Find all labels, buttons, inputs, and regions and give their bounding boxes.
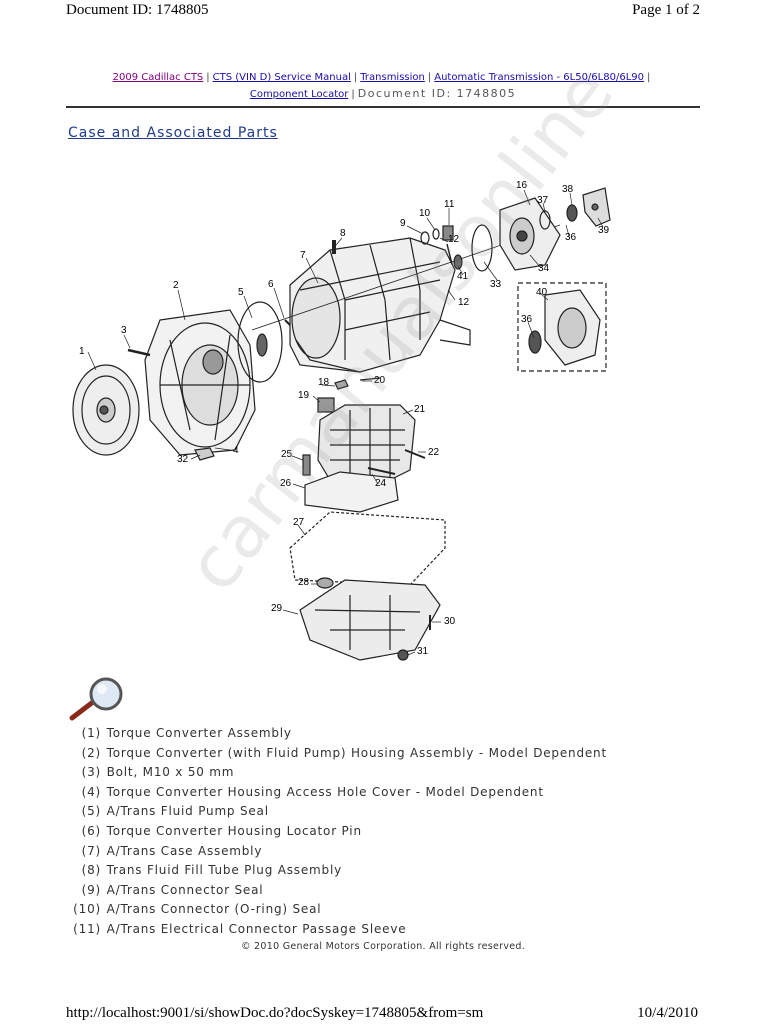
- callout-10: 10: [419, 208, 431, 219]
- zoom-magnifier-icon[interactable]: [66, 676, 128, 722]
- callout-36b: 36: [521, 314, 533, 325]
- callout-1: 1: [79, 346, 85, 357]
- part-description: Torque Converter Assembly: [106, 726, 292, 740]
- callout-40: 40: [536, 287, 548, 298]
- list-item: (4) Torque Converter Housing Access Hole…: [66, 783, 686, 803]
- part-number: (1): [81, 726, 101, 740]
- part-description: A/Trans Connector (O-ring) Seal: [106, 902, 322, 917]
- part-number: (6): [81, 823, 101, 838]
- breadcrumb-document-id: Document ID: 1748805: [357, 87, 517, 100]
- callout-26: 26: [280, 478, 292, 489]
- parts-list: (1) Torque Converter Assembly (2) Torque…: [66, 724, 686, 940]
- list-item: (11) A/Trans Electrical Connector Passag…: [66, 920, 686, 940]
- callout-41: 41: [457, 271, 469, 282]
- callout-4: 4: [233, 445, 239, 456]
- callout-11: 11: [444, 199, 455, 210]
- callout-33: 33: [490, 279, 502, 290]
- part-description: Torque Converter Housing Locator Pin: [106, 823, 362, 838]
- callout-37: 37: [537, 195, 549, 206]
- breadcrumb-separator: |: [351, 89, 355, 100]
- callout-5: 5: [238, 287, 244, 298]
- callout-20: 20: [374, 375, 386, 386]
- callout-36a: 36: [565, 232, 577, 243]
- callout-16: 16: [516, 180, 528, 191]
- callout-25: 25: [281, 449, 293, 460]
- section-title: Case and Associated Parts: [68, 125, 278, 141]
- callout-19: 19: [298, 390, 310, 401]
- breadcrumb-link-vehicle[interactable]: 2009 Cadillac CTS: [112, 72, 204, 83]
- oil-pan-shape: [299, 579, 441, 661]
- list-item: (3) Bolt, M10 x 50 mm: [66, 763, 686, 783]
- part-description: A/Trans Electrical Connector Passage Sle…: [106, 921, 407, 936]
- part-description: Torque Converter Housing Access Hole Cov…: [106, 784, 544, 799]
- callout-2: 2: [173, 280, 179, 291]
- callout-24: 24: [375, 478, 387, 489]
- valve-body-shape: [317, 404, 416, 486]
- part-description: A/Trans Case Assembly: [106, 843, 263, 858]
- breadcrumb-link-component-locator[interactable]: Component Locator: [249, 89, 349, 100]
- breadcrumb-separator: |: [427, 72, 432, 83]
- callout-22: 22: [428, 447, 440, 458]
- callout-39: 39: [598, 225, 610, 236]
- part-number: (5): [81, 804, 101, 819]
- callout-8: 8: [340, 228, 346, 239]
- part-description: Torque Converter (with Fluid Pump) Housi…: [106, 745, 607, 760]
- part-number: (4): [81, 784, 101, 799]
- part-description: Bolt, M10 x 50 mm: [106, 765, 235, 780]
- callout-3: 3: [121, 325, 127, 336]
- list-item: (5) A/Trans Fluid Pump Seal: [66, 802, 686, 822]
- callout-18: 18: [318, 377, 330, 388]
- header-divider: [66, 106, 700, 108]
- part-number: (2): [81, 745, 101, 760]
- list-item: (9) A/Trans Connector Seal: [66, 881, 686, 901]
- list-item: (6) Torque Converter Housing Locator Pin: [66, 822, 686, 842]
- transmission-case-shape: [289, 237, 471, 373]
- callout-34: 34: [538, 263, 550, 274]
- copyright-notice: © 2010 General Motors Corporation. All r…: [240, 941, 526, 952]
- part-description: A/Trans Fluid Pump Seal: [106, 804, 269, 819]
- breadcrumb-separator: |: [206, 72, 210, 83]
- callout-31: 31: [417, 646, 429, 657]
- callout-30: 30: [444, 616, 456, 627]
- breadcrumb-separator: |: [647, 72, 651, 83]
- callout-27: 27: [293, 517, 305, 528]
- converter-housing-shape: [144, 309, 256, 456]
- part-description: A/Trans Connector Seal: [106, 882, 264, 897]
- part-number: (10): [73, 902, 101, 917]
- callout-7: 7: [300, 250, 306, 261]
- breadcrumb: 2009 Cadillac CTS|CTS (VIN D) Service Ma…: [66, 70, 700, 103]
- breadcrumb-separator: |: [353, 72, 358, 83]
- list-item: (7) A/Trans Case Assembly: [66, 842, 686, 862]
- list-item: (2) Torque Converter (with Fluid Pump) H…: [66, 744, 686, 764]
- callout-28: 28: [298, 577, 310, 588]
- document-id-header: Document ID: 1748805: [66, 2, 209, 18]
- list-item: (10) A/Trans Connector (O-ring) Seal: [66, 900, 686, 920]
- part-number: (11): [73, 921, 101, 936]
- callout-32: 32: [177, 454, 189, 465]
- breadcrumb-link-automatic-transmission[interactable]: Automatic Transmission - 6L50/6L80/6L90: [434, 72, 644, 83]
- part-number: (7): [81, 843, 101, 858]
- breadcrumb-link-service-manual[interactable]: CTS (VIN D) Service Manual: [212, 72, 351, 83]
- part-number: (8): [81, 863, 101, 878]
- part-description: Trans Fluid Fill Tube Plug Assembly: [106, 863, 342, 878]
- callout-6: 6: [268, 279, 274, 290]
- callout-12b: 12: [458, 297, 470, 308]
- extension-housing-shape: [499, 197, 561, 271]
- torque-converter-shape: [72, 364, 140, 456]
- list-item: (8) Trans Fluid Fill Tube Plug Assembly: [66, 861, 686, 881]
- part-number: (9): [81, 882, 101, 897]
- callout-12a: 12: [448, 234, 460, 245]
- list-item: (1) Torque Converter Assembly: [66, 724, 686, 744]
- page-number: Page 1 of 2: [632, 2, 700, 18]
- exploded-parts-diagram: [72, 187, 611, 661]
- callout-21: 21: [414, 404, 426, 415]
- breadcrumb-link-transmission[interactable]: Transmission: [360, 72, 425, 83]
- part-number: (3): [81, 765, 101, 780]
- footer-url: http://localhost:9001/si/showDoc.do?docS…: [66, 1005, 484, 1021]
- callout-29: 29: [271, 603, 283, 614]
- callout-9: 9: [400, 218, 406, 229]
- callout-38: 38: [562, 184, 574, 195]
- footer-date: 10/4/2010: [637, 1005, 698, 1021]
